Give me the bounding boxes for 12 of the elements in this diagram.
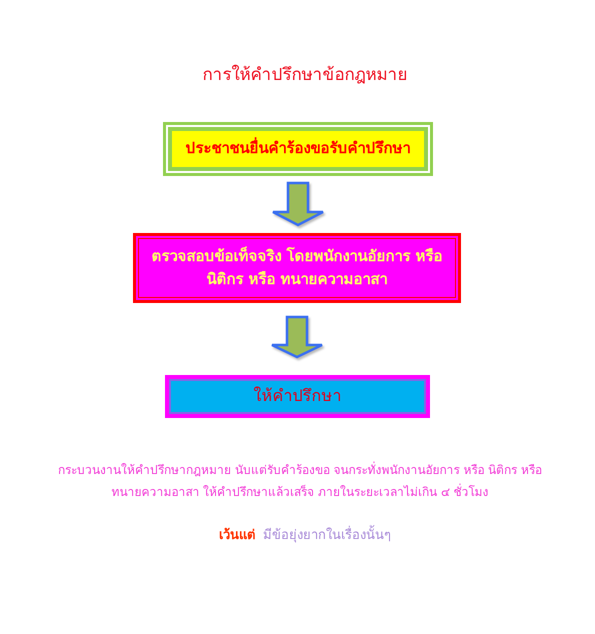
diagram-title: การให้คำปรึกษาข้อกฎหมาย <box>202 64 408 87</box>
box-label: ประชาชนยื่นคำร้องขอรับคำปรึกษา <box>186 137 410 160</box>
box-label: ให้คำปรึกษา <box>254 385 342 408</box>
process-box <box>163 122 433 176</box>
note-text: กระบวนงานให้คำปรึกษากฎหมาย นับแต่รับคำร้องขอ จนกระทั่งพนักงานอัยการ หรือ นิติกร หรือ ทนายความอาสา ให้คำปรึกษาแล้วเสร็จ ภายในระยะเวลาไม่เกิน ๔ ชั่วโมง <box>56 460 544 501</box>
block-arrow <box>272 182 324 226</box>
block-arrow <box>270 316 324 358</box>
box-label: ตรวจสอบข้อเท็จจริง โดยพนักงานอัยการ หรือ นิติกร หรือ ทนายความอาสา <box>150 246 444 290</box>
exception-text: มีข้อยุ่งยากในเรื่องนั้นๆ <box>263 524 391 545</box>
exception-label: เว้นแต่ <box>219 526 255 545</box>
process-box <box>165 375 430 418</box>
process-box <box>133 233 461 303</box>
